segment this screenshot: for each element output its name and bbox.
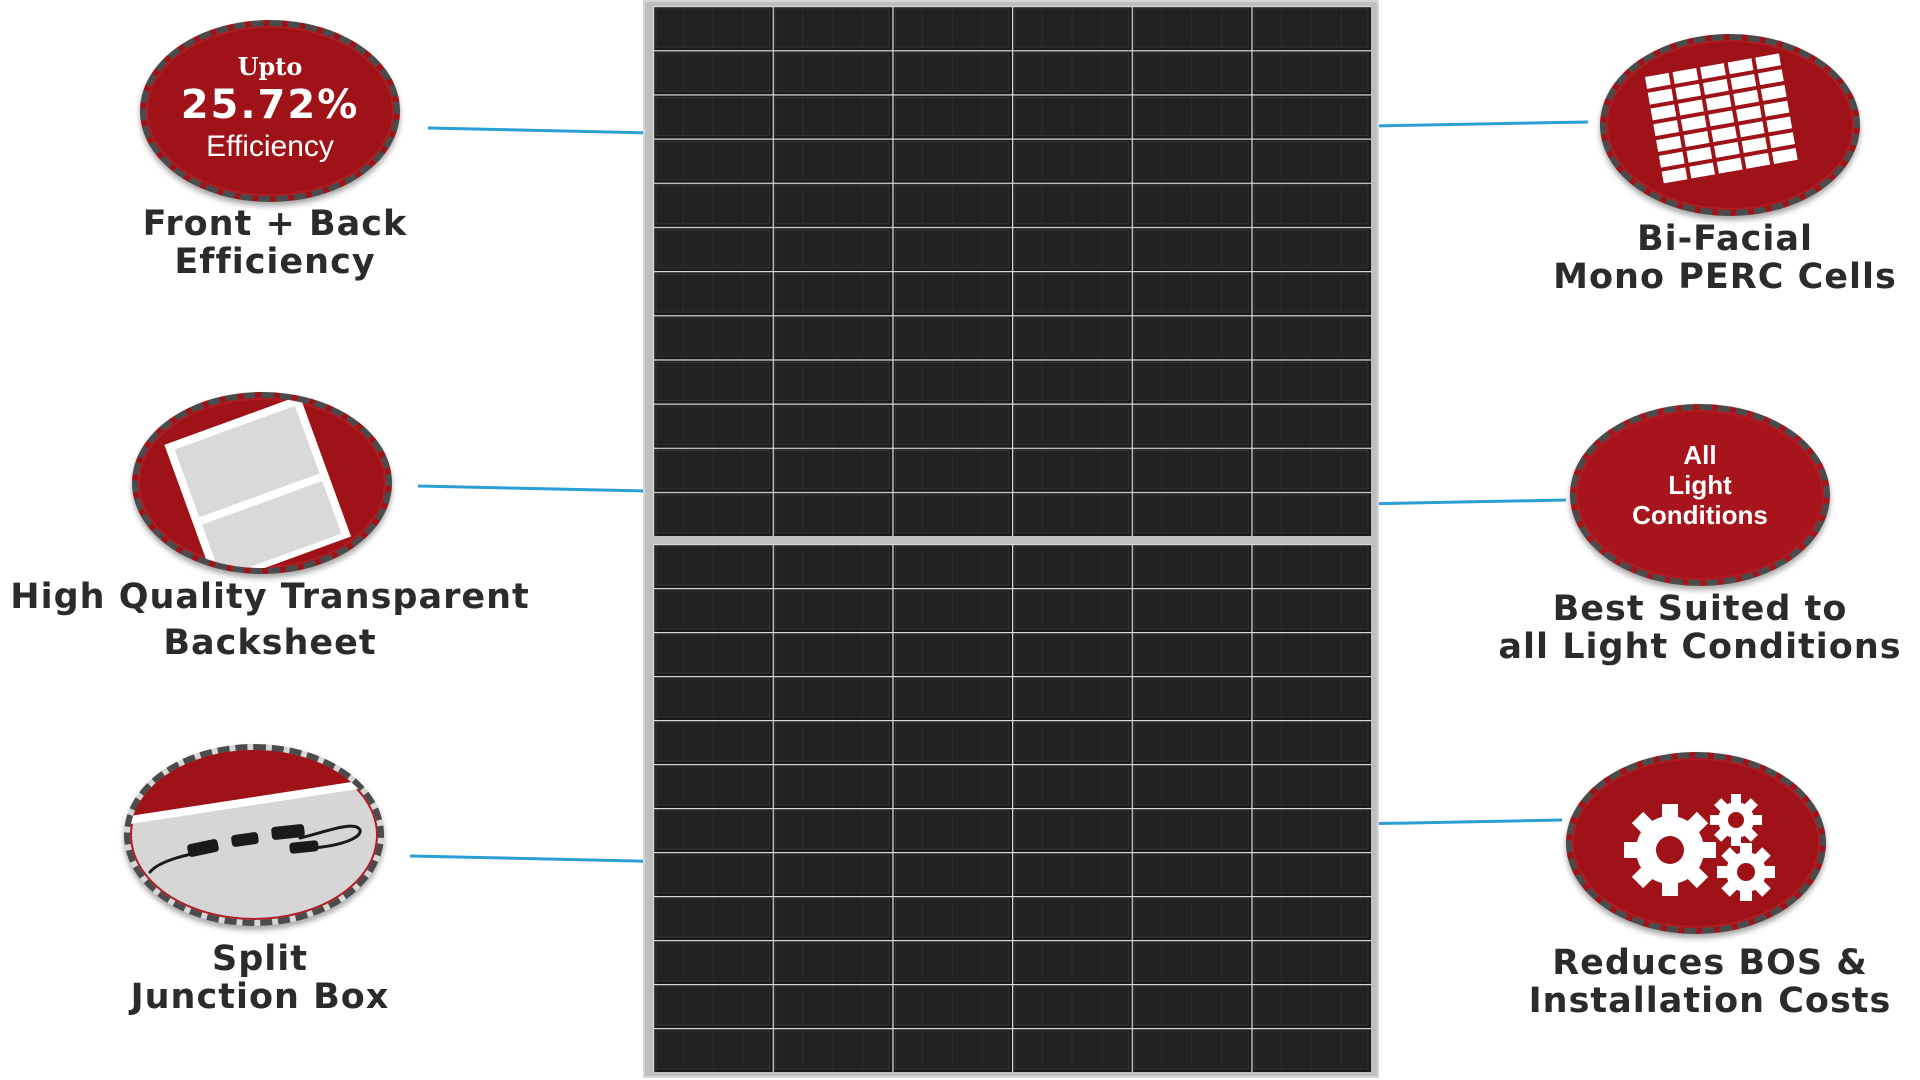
light-caption: Best Suited to all Light Conditions (1480, 590, 1920, 666)
cell-grid-top (653, 6, 1371, 536)
caption-line: all Light Conditions (1498, 627, 1902, 667)
caption-line: High Quality Transparent (10, 577, 530, 617)
caption-line: Reduces BOS & (1552, 943, 1868, 983)
caption-line: Junction Box (130, 977, 390, 1017)
panel-bottom-half (653, 544, 1371, 1072)
cell-grid-icon (1644, 53, 1798, 184)
bifacial-badge (1600, 34, 1860, 216)
badge-efficiency-value: 25.72% (180, 82, 360, 128)
badge-upto-label: Upto (237, 52, 303, 81)
caption-line: Installation Costs (1528, 981, 1892, 1021)
junction-badge (124, 744, 384, 926)
caption-line: Split (212, 939, 308, 979)
efficiency-badge: Upto 25.72% Efficiency (140, 20, 400, 202)
light-badge-line: Light (1668, 470, 1732, 500)
gears-icon (1624, 794, 1775, 901)
light-badge-line: All (1683, 440, 1717, 470)
backsheet-badge (132, 392, 392, 574)
bos-caption: Reduces BOS & Installation Costs (1500, 944, 1920, 1020)
bifacial-caption: Bi-Facial Mono PERC Cells (1530, 220, 1920, 296)
caption-line: Front + Back (142, 204, 408, 244)
caption-line: Bi-Facial (1636, 219, 1814, 259)
caption-line: Backsheet (163, 623, 377, 663)
panel-top-half (653, 6, 1371, 536)
badge-efficiency-label: Efficiency (206, 130, 334, 163)
backsheet-caption: High Quality Transparent Backsheet (0, 578, 540, 662)
caption-line: Mono PERC Cells (1553, 257, 1897, 297)
bos-badge (1566, 752, 1826, 934)
junction-box-icon (130, 750, 378, 874)
light-badge-line: Conditions (1632, 500, 1768, 530)
backsheet-icon (164, 398, 352, 568)
junction-caption: Split Junction Box (70, 940, 450, 1016)
cell-grid-bottom (653, 544, 1371, 1072)
light-badge: All Light Conditions (1570, 404, 1830, 586)
connector-junction (409, 854, 683, 864)
efficiency-caption: Front + Back Efficiency (90, 205, 460, 281)
caption-line: Best Suited to (1552, 589, 1848, 629)
solar-panel (643, 0, 1379, 1078)
caption-line: Efficiency (174, 242, 376, 282)
